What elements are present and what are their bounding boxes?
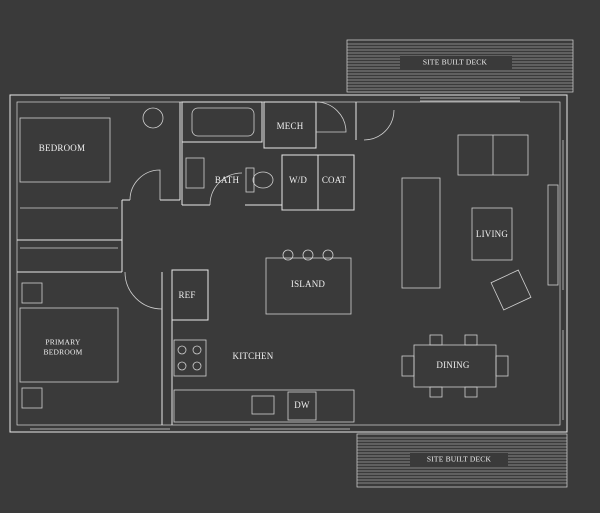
sink <box>251 395 275 415</box>
toilet-tank <box>245 167 255 193</box>
bottom-deck <box>356 433 568 488</box>
refrigerator <box>171 269 209 321</box>
nightstand-bottom <box>21 387 43 409</box>
bedroom-bed <box>19 117 111 183</box>
label-kitchen: KITCHEN <box>233 351 274 361</box>
stool <box>322 249 334 261</box>
stool <box>302 249 314 261</box>
label-bath: BATH <box>215 175 240 185</box>
stool <box>282 249 294 261</box>
label-wd: W/D <box>289 175 307 185</box>
label-primary-bedroom-1: PRIMARY <box>45 338 81 347</box>
bathtub <box>191 107 255 137</box>
media-console <box>547 184 559 286</box>
primary-bedroom-room <box>17 247 163 425</box>
sofa <box>401 177 441 289</box>
toilet-bowl <box>252 171 274 189</box>
kitchen-island <box>265 257 352 315</box>
label-dw: DW <box>294 400 310 410</box>
bath-room <box>181 101 282 206</box>
label-mech: MECH <box>277 121 304 131</box>
label-living: LIVING <box>476 229 508 239</box>
label-bottom-deck: SITE BUILT DECK <box>427 455 492 464</box>
bedroom-room <box>17 102 181 272</box>
label-top-deck: SITE BUILT DECK <box>423 58 488 67</box>
nightstand-top <box>21 282 43 304</box>
dishwasher <box>287 391 317 421</box>
bath-sink <box>185 157 205 189</box>
primary-bed <box>19 307 119 383</box>
counter <box>173 389 355 423</box>
label-island: ISLAND <box>291 279 325 289</box>
label-coat: COAT <box>322 175 347 185</box>
living-area <box>401 134 559 311</box>
dining-area <box>401 334 509 398</box>
label-ref: REF <box>178 290 195 300</box>
coffee-table <box>471 207 513 261</box>
laundry-coat <box>281 154 355 211</box>
kitchen-area <box>171 249 355 425</box>
range <box>173 339 207 377</box>
label-bedroom: BEDROOM <box>39 143 85 153</box>
label-dining: DINING <box>436 360 469 370</box>
label-primary-bedroom-2: BEDROOM <box>44 348 83 357</box>
armchair <box>490 269 532 311</box>
mech-room <box>263 101 395 149</box>
bedroom-chair <box>142 107 164 129</box>
top-deck <box>346 39 574 93</box>
